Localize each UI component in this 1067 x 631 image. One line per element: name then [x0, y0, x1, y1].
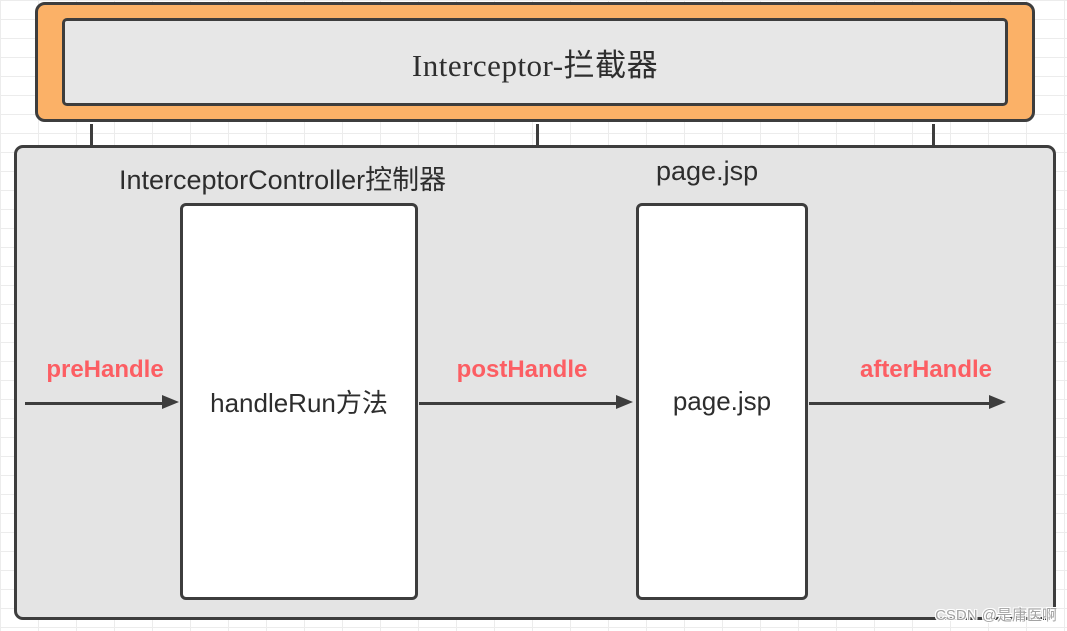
interceptor-banner-inner-box: Interceptor-拦截器: [62, 18, 1008, 106]
handler-method-box: handleRun方法: [180, 203, 418, 600]
interceptor-banner: Interceptor-拦截器: [35, 2, 1035, 122]
posthandle-flow-arrow-line: [419, 402, 617, 405]
afterhandle-step-label: afterHandle: [859, 356, 993, 383]
prehandle-flow-arrow-head: [162, 395, 179, 409]
watermark: CSDN @是庸医啊: [935, 607, 1057, 624]
diagram-title: Interceptor-拦截器: [411, 47, 659, 83]
posthandle-flow-arrow-head: [616, 395, 633, 409]
prehandle-step-label: preHandle: [46, 356, 164, 383]
page-jsp-box-label: page.jsp: [672, 386, 772, 416]
afterhandle-flow-arrow-head: [989, 395, 1006, 409]
prehandle-flow-arrow-line: [25, 402, 163, 405]
handler-method-box-label: handleRun方法: [210, 388, 388, 418]
page-jsp-box: page.jsp: [636, 203, 808, 600]
controller-section-label: InterceptorController控制器: [119, 165, 447, 195]
posthandle-step-label: postHandle: [456, 356, 588, 383]
page-section-label: page.jsp: [656, 156, 759, 186]
afterhandle-flow-arrow-line: [809, 402, 990, 405]
